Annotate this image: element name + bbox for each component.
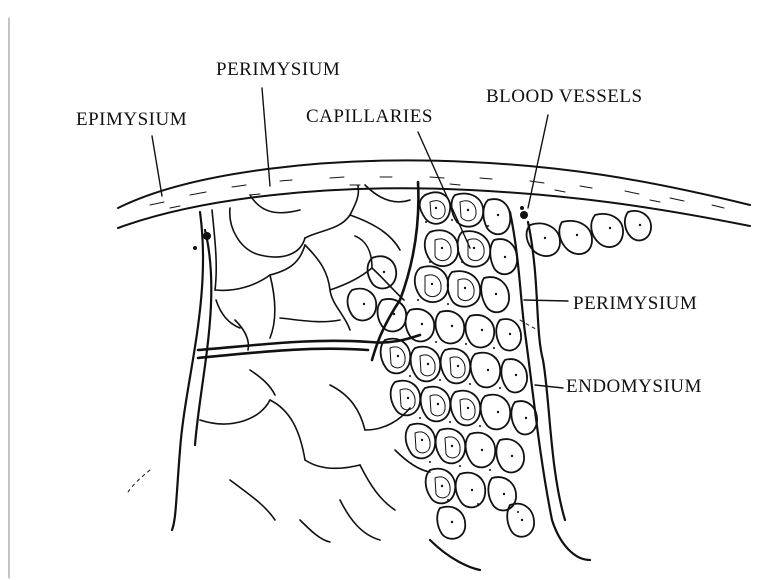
label-perimysium-right: PERIMYSIUM [573, 294, 697, 313]
upper-fibers [212, 185, 410, 350]
label-blood-vessels: BLOOD VESSELS [486, 87, 643, 106]
endomysium-cells [348, 192, 652, 538]
blood-vessel-marks [193, 206, 528, 250]
leader-endomysium [535, 385, 563, 388]
fascicle-outline [172, 212, 590, 570]
label-capillaries: CAPILLARIES [306, 107, 433, 126]
label-perimysium-top: PERIMYSIUM [216, 60, 340, 79]
leader-perimysium-right [524, 300, 568, 301]
label-epimysium: EPIMYSIUM [76, 110, 187, 129]
lower-fibers [200, 370, 430, 542]
leader-epimysium [152, 136, 162, 196]
inner-cell-outlines [390, 201, 484, 498]
perimysium-septum [198, 182, 420, 360]
label-endomysium: ENDOMYSIUM [566, 377, 702, 396]
leader-perimysium-top [262, 88, 270, 186]
